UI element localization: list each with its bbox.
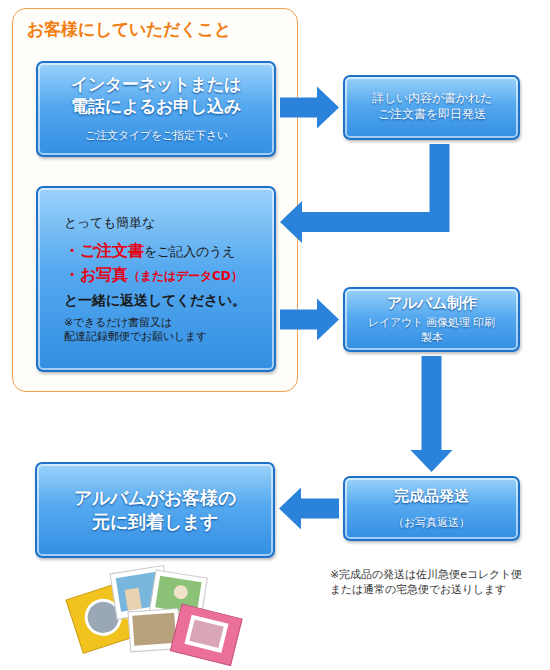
node-content: アルバムがお客様の 元に到着します xyxy=(37,464,273,556)
box-note: ※できるだけ書留又は 配達記録郵便でお願いします xyxy=(64,316,254,345)
group-panel: お客様にしていただくことインターネットまたは 電話によるお申し込みご注文タイプを… xyxy=(12,8,298,392)
flow-arrow xyxy=(279,488,339,530)
text-row: と一緒に返送してください。 xyxy=(64,290,264,311)
process-box: インターネットまたは 電話によるお申し込みご注文タイプをご指定下さい xyxy=(36,61,276,157)
album-illustration xyxy=(58,560,258,668)
arrow-head xyxy=(279,488,301,530)
box-title: アルバム制作 xyxy=(387,294,477,314)
text-row: アルバム制作 xyxy=(353,293,510,314)
text-row: ※できるだけ書留又は 配達記録郵便でお願いします xyxy=(64,316,264,346)
arrow-head xyxy=(411,450,453,472)
box-subtext: ご注文タイプをご指定下さい xyxy=(85,129,228,143)
node-content: アルバム制作レイアウト 画像処理 印刷 製本 xyxy=(345,289,518,350)
node-content: お客様にしていただくこと xyxy=(27,18,231,41)
process-box: アルバム制作レイアウト 画像処理 印刷 製本 xyxy=(343,287,520,352)
arrow-head xyxy=(317,87,339,129)
highlight-text: ・お写真 xyxy=(64,265,128,286)
box-text: をご記入のうえ xyxy=(144,244,235,261)
text-row: とっても簡単な xyxy=(64,212,264,233)
process-box: アルバムがお客様の 元に到着します xyxy=(35,462,275,558)
text-row: お客様にしていただくこと xyxy=(27,18,231,41)
process-box: とっても簡単な・ご注文書をご記入のうえ・お写真（またはデータCD）と一緒に返送し… xyxy=(36,186,276,372)
arrow-head xyxy=(317,299,339,341)
box-title: 完成品発送 xyxy=(394,487,469,507)
node-content: インターネットまたは 電話によるお申し込みご注文タイプをご指定下さい xyxy=(38,63,274,155)
process-box: 完成品発送 （お写真返送） xyxy=(343,476,520,541)
box-text: と一緒に返送してください。 xyxy=(64,291,246,309)
box-title: インターネットまたは 電話によるお申し込み xyxy=(48,73,264,117)
node-content: 完成品発送 （お写真返送） xyxy=(345,478,518,539)
panel-heading: お客様にしていただくこと xyxy=(27,18,231,40)
flow-arrow xyxy=(280,144,440,243)
process-box: 詳しい内容が書かれた ご注文書を即日発送 xyxy=(343,75,520,140)
text-row: （お写真返送） xyxy=(353,511,510,532)
flow-arrow xyxy=(411,356,453,472)
text-row: ・ご注文書をご記入のうえ xyxy=(64,241,264,262)
text-row: インターネットまたは 電話によるお申し込み xyxy=(48,73,264,118)
text-row: 完成品発送 xyxy=(353,486,510,507)
text-row: ・お写真（またはデータCD） xyxy=(64,265,264,286)
text-row: アルバムがお客様の 元に到着します xyxy=(47,486,263,533)
text-row: 詳しい内容が書かれた ご注文書を即日発送 xyxy=(353,91,510,123)
box-subtext: レイアウト 画像処理 印刷 製本 xyxy=(368,316,496,345)
node-content: 詳しい内容が書かれた ご注文書を即日発送 xyxy=(345,77,518,138)
box-subtext: （お写真返送） xyxy=(393,516,470,530)
text-row: ご注文タイプをご指定下さい xyxy=(48,124,264,145)
node-content: とっても簡単な・ご注文書をご記入のうえ・お写真（またはデータCD）と一緒に返送し… xyxy=(38,188,274,370)
box-title: アルバムがお客様の 元に到着します xyxy=(47,486,263,533)
text-row: レイアウト 画像処理 印刷 製本 xyxy=(353,316,510,346)
highlight-text: ・ご注文書 xyxy=(64,241,144,262)
arrow-shaft xyxy=(301,499,339,519)
arrow-shaft xyxy=(422,356,442,450)
box-title: 詳しい内容が書かれた ご注文書を即日発送 xyxy=(357,91,507,122)
box-text: とっても簡単な xyxy=(64,215,155,232)
note-text: ※完成品の発送は佐川急便eコレクト便 または通常の宅急便でお送りします xyxy=(330,568,548,598)
highlight-note: （またはデータCD） xyxy=(128,269,243,285)
arrow-shaft xyxy=(302,144,440,222)
